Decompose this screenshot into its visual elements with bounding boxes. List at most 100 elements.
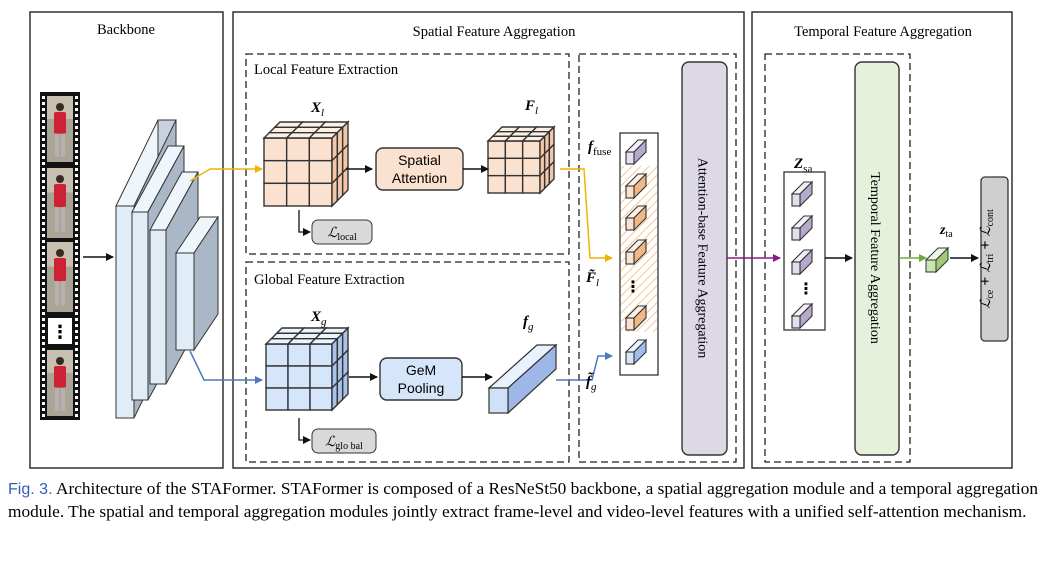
sprocket-hole	[42, 306, 45, 309]
sprocket-hole	[75, 210, 78, 213]
sprocket-hole	[42, 216, 45, 219]
f-fuse-label: ffuse	[588, 139, 611, 158]
input-video-frames: ⋮	[40, 92, 80, 420]
temporal-panel	[751, 11, 1013, 469]
final-loss-box	[980, 176, 1009, 342]
x-global-label: Xg	[310, 309, 327, 328]
sprocket-hole	[42, 132, 45, 135]
sprocket-hole	[75, 234, 78, 237]
gem-pooling-module	[379, 357, 463, 401]
f-global-vector	[487, 343, 558, 415]
sprocket-hole	[42, 198, 45, 201]
sprocket-hole	[75, 102, 78, 105]
temporal-title: Temporal Feature Aggregation	[794, 24, 973, 40]
sprocket-hole	[75, 402, 78, 405]
local-token	[624, 304, 648, 332]
video-frame	[47, 350, 73, 416]
f-tilde-global-label: f̃g	[586, 372, 597, 393]
sprocket-hole	[42, 378, 45, 381]
sprocket-hole	[42, 120, 45, 123]
sprocket-hole	[75, 384, 78, 387]
temporal-aggregation-label: Temporal Feature Aggregation	[867, 172, 882, 344]
sprocket-hole	[42, 336, 45, 339]
f-tilde-local-label: F̃l	[585, 268, 599, 289]
sprocket-hole	[42, 180, 45, 183]
frame-ellipsis: ⋮	[51, 322, 69, 342]
sprocket-hole	[75, 96, 78, 99]
sprocket-hole	[75, 132, 78, 135]
sprocket-hole	[42, 144, 45, 147]
local-token	[624, 204, 648, 232]
sprocket-hole	[42, 192, 45, 195]
sprocket-hole	[75, 114, 78, 117]
sprocket-hole	[42, 312, 45, 315]
z-sa-token	[790, 248, 814, 276]
sprocket-hole	[75, 258, 78, 261]
sprocket-hole	[75, 360, 78, 363]
local-loss-box	[311, 219, 373, 245]
sprocket-hole	[42, 318, 45, 321]
sprocket-hole	[75, 414, 78, 417]
sprocket-hole	[75, 408, 78, 411]
arrow-fg-to-fusion	[556, 352, 613, 381]
backbone-title: Backbone	[97, 22, 155, 38]
sprocket-hole	[42, 240, 45, 243]
sprocket-hole	[42, 372, 45, 375]
sprocket-hole	[75, 306, 78, 309]
fuse-token	[624, 138, 648, 166]
sprocket-hole	[42, 408, 45, 411]
sprocket-hole	[75, 168, 78, 171]
sprocket-hole	[42, 324, 45, 327]
sprocket-hole	[42, 168, 45, 171]
sprocket-hole	[42, 402, 45, 405]
sprocket-hole	[75, 312, 78, 315]
sprocket-hole	[75, 390, 78, 393]
sprocket-hole	[42, 156, 45, 159]
sprocket-hole	[42, 270, 45, 273]
sprocket-hole	[42, 234, 45, 237]
figure-caption: Fig. 3. Architecture of the STAFormer. S…	[8, 478, 1038, 523]
sprocket-hole	[75, 156, 78, 159]
f-local-label: Fl	[524, 98, 538, 117]
final-loss-label: ℒce + ℒtri + ℒcont	[977, 209, 996, 309]
local-token	[624, 238, 648, 266]
local-title: Local Feature Extraction	[254, 62, 399, 78]
sprocket-hole	[42, 396, 45, 399]
caption-text: Architecture of the STAFormer. STAFormer…	[8, 479, 1039, 521]
arrow-fl-to-fusion	[560, 168, 613, 262]
sprocket-hole	[42, 108, 45, 111]
sprocket-hole	[42, 390, 45, 393]
sprocket-hole	[42, 228, 45, 231]
sprocket-hole	[75, 138, 78, 141]
x-local-label: Xl	[310, 100, 324, 119]
sprocket-hole	[75, 198, 78, 201]
sprocket-hole	[75, 222, 78, 225]
sprocket-hole	[75, 186, 78, 189]
fusion-dashed-box	[578, 53, 737, 463]
sprocket-hole	[42, 174, 45, 177]
sprocket-hole	[42, 342, 45, 345]
sprocket-hole	[42, 162, 45, 165]
sprocket-hole	[42, 384, 45, 387]
sprocket-hole	[75, 108, 78, 111]
f-global-label: fg	[523, 314, 534, 333]
arrow-backbone-to-global	[189, 350, 263, 384]
z-sa-label: Zsa	[793, 156, 812, 175]
z-sa-token	[790, 214, 814, 242]
z-sa-token	[790, 180, 814, 208]
sprocket-hole	[75, 126, 78, 129]
sprocket-hole	[75, 144, 78, 147]
z-sa-ellipsis: ⋮	[798, 281, 814, 298]
fusion-ellipsis: ⋮	[625, 279, 641, 296]
spatial-title: Spatial Feature Aggregation	[413, 24, 576, 40]
sprocket-hole	[75, 288, 78, 291]
sprocket-hole	[42, 294, 45, 297]
sprocket-hole	[42, 204, 45, 207]
sprocket-hole	[75, 240, 78, 243]
z-ta-label: zta	[939, 223, 953, 240]
sprocket-hole	[75, 366, 78, 369]
sprocket-hole	[75, 174, 78, 177]
sprocket-hole	[42, 114, 45, 117]
sprocket-hole	[42, 186, 45, 189]
